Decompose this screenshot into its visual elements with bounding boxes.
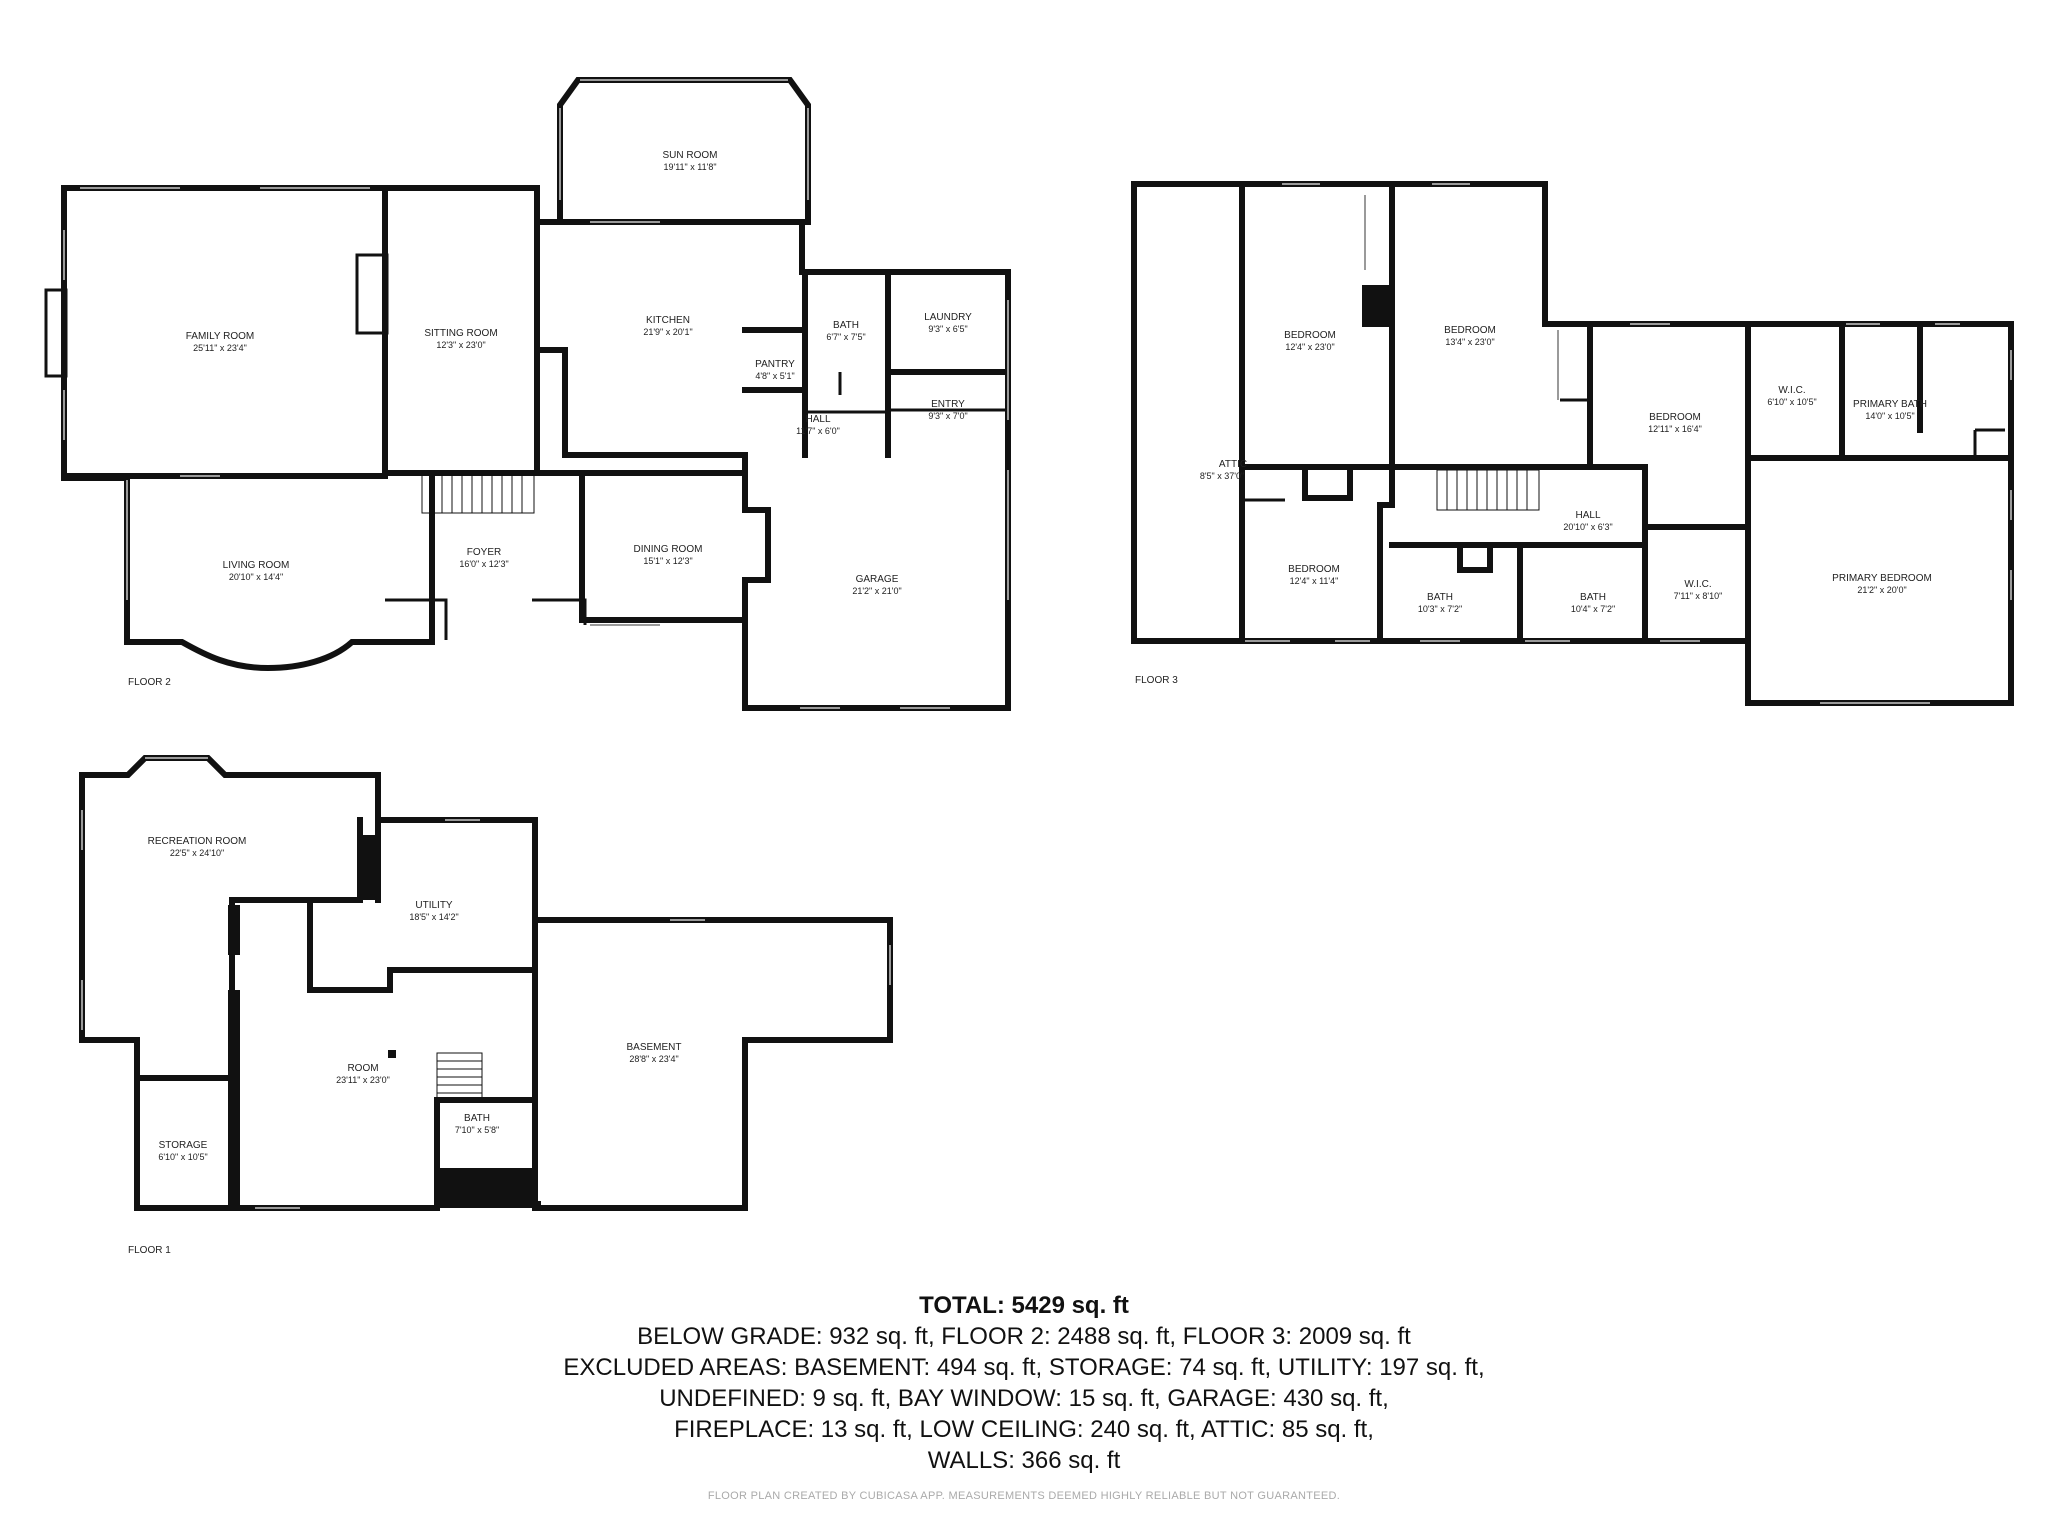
floor-1-post bbox=[388, 1050, 396, 1058]
floor-1-column-top bbox=[360, 835, 378, 900]
room-living-room-dim: 20'10" x 14'4" bbox=[229, 572, 283, 582]
room-foyer-name: FOYER bbox=[467, 547, 501, 558]
room-wic-2-dim: 7'11" x 8'10" bbox=[1674, 591, 1723, 601]
room-hall-3-name: HALL bbox=[1575, 510, 1600, 521]
area-line-1: BELOW GRADE: 932 sq. ft, FLOOR 2: 2488 s… bbox=[637, 1323, 1411, 1350]
floor-2-outer-wall bbox=[61, 185, 1011, 711]
room-garage-name: GARAGE bbox=[856, 574, 899, 585]
floor-1-stairs bbox=[436, 1052, 483, 1101]
room-hall-name: HALL bbox=[805, 414, 830, 425]
room-kitchen-name: KITCHEN bbox=[646, 315, 690, 326]
floor-3-label: FLOOR 3 bbox=[1135, 675, 1178, 686]
room-pantry-name: PANTRY bbox=[755, 359, 795, 370]
room-primary-bedroom-name: PRIMARY BEDROOM bbox=[1832, 573, 1932, 584]
room-kitchen-dim: 21'9" x 20'1" bbox=[643, 327, 692, 337]
room-storage-dim: 6'10" x 10'5" bbox=[158, 1152, 207, 1162]
room-basement-name: BASEMENT bbox=[626, 1042, 681, 1053]
room-bedroom-1-dim: 12'4" x 23'0" bbox=[1285, 342, 1334, 352]
room-bath-1-dim: 7'10" x 5'8" bbox=[455, 1125, 499, 1135]
room-sun-room-dim: 19'11" x 11'8" bbox=[663, 162, 716, 172]
floor-2-label: FLOOR 2 bbox=[128, 677, 171, 688]
floor-1-outer-wall bbox=[79, 755, 893, 1211]
room-attic-dim: 8'5" x 37'0" bbox=[1200, 471, 1244, 481]
room-bath-dim: 6'7" x 7'5" bbox=[826, 332, 865, 342]
room-bath-name: BATH bbox=[833, 320, 859, 331]
room-dining-room-dim: 15'1" x 12'3" bbox=[643, 556, 692, 566]
room-bedroom-2-dim: 13'4" x 23'0" bbox=[1445, 337, 1494, 347]
room-bedroom-4-dim: 12'4" x 11'4" bbox=[1290, 576, 1339, 586]
room-bath-1-name: BATH bbox=[464, 1113, 490, 1124]
room-family-room-dim: 25'11" x 23'4" bbox=[193, 343, 247, 353]
room-recreation-room-dim: 22'5" x 24'10" bbox=[170, 848, 224, 858]
room-basement-dim: 28'8" x 23'4" bbox=[629, 1054, 678, 1064]
room-primary-bath-name: PRIMARY BATH bbox=[1853, 399, 1927, 410]
area-line-4: FIREPLACE: 13 sq. ft, LOW CEILING: 240 s… bbox=[674, 1416, 1374, 1443]
room-living-room-name: LIVING ROOM bbox=[223, 560, 290, 571]
room-attic-name: ATTIC bbox=[1219, 459, 1247, 470]
floor-2-plan: FLOOR 2 FAMILY ROOM 25'11" x 23'4" SITTI… bbox=[44, 77, 1011, 711]
area-line-2: EXCLUDED AREAS: BASEMENT: 494 sq. ft, ST… bbox=[563, 1354, 1485, 1381]
room-bath-3a-name: BATH bbox=[1427, 592, 1453, 603]
room-utility-name: UTILITY bbox=[415, 900, 453, 911]
room-hall-3-dim: 20'10" x 6'3" bbox=[1563, 522, 1612, 532]
room-bath-3b-name: BATH bbox=[1580, 592, 1606, 603]
room-utility-dim: 18'5" x 14'2" bbox=[409, 912, 458, 922]
room-bath-3a-dim: 10'3" x 7'2" bbox=[1418, 604, 1462, 614]
room-storage-name: STORAGE bbox=[159, 1140, 208, 1151]
room-sitting-room-name: SITTING ROOM bbox=[424, 328, 497, 339]
room-pantry-dim: 4'8" x 5'1" bbox=[755, 371, 794, 381]
floor-1-plan: FLOOR 1 RECREATION ROOM 22'5" x 24'10" U… bbox=[79, 755, 893, 1256]
room-room-name: ROOM bbox=[347, 1063, 378, 1074]
room-foyer-dim: 16'0" x 12'3" bbox=[459, 559, 508, 569]
floor-1-windows bbox=[81, 757, 891, 1209]
room-bedroom-1-name: BEDROOM bbox=[1284, 330, 1336, 341]
sun-room-windows bbox=[559, 79, 809, 200]
fireplace-left bbox=[44, 288, 68, 378]
floor-1-label: FLOOR 1 bbox=[128, 1245, 171, 1256]
area-line-5: WALLS: 366 sq. ft bbox=[927, 1447, 1121, 1474]
room-room-dim: 23'11" x 23'0" bbox=[336, 1075, 390, 1085]
room-entry-name: ENTRY bbox=[931, 399, 965, 410]
room-laundry-dim: 9'3" x 6'5" bbox=[928, 324, 967, 334]
floor-3-windows bbox=[1245, 183, 2012, 704]
room-bedroom-3-dim: 12'11" x 16'4" bbox=[1648, 424, 1702, 434]
room-primary-bath-dim: 14'0" x 10'5" bbox=[1865, 411, 1914, 421]
room-bath-3b-dim: 10'4" x 7'2" bbox=[1571, 604, 1615, 614]
room-bedroom-3-name: BEDROOM bbox=[1649, 412, 1701, 423]
foyer-stairs bbox=[421, 474, 535, 514]
room-wic-1-name: W.I.C. bbox=[1778, 385, 1805, 396]
credit-note: FLOOR PLAN CREATED BY CUBICASA APP. MEAS… bbox=[707, 1490, 1341, 1502]
floor-3-minor-walls bbox=[1242, 398, 2005, 529]
total-area: TOTAL: 5429 sq. ft bbox=[919, 1292, 1129, 1319]
floor-2-interior-walls bbox=[61, 185, 1011, 623]
room-bedroom-4-name: BEDROOM bbox=[1288, 564, 1340, 575]
area-summary: TOTAL: 5429 sq. ft BELOW GRADE: 932 sq. … bbox=[0, 1290, 2048, 1476]
area-line-3: UNDEFINED: 9 sq. ft, BAY WINDOW: 15 sq. … bbox=[659, 1385, 1389, 1412]
floor-1-column-left-low bbox=[228, 990, 240, 1208]
floor-3-plan: FLOOR 3 ATTIC 8'5" x 37'0" BEDROOM 12'4"… bbox=[1131, 181, 2014, 706]
floor-3-outer-wall bbox=[1131, 181, 2014, 706]
room-primary-bedroom-dim: 21'2" x 20'0" bbox=[1857, 585, 1906, 595]
room-wic-2-name: W.I.C. bbox=[1684, 579, 1711, 590]
floor-1-column-left bbox=[228, 905, 240, 955]
room-sun-room-name: SUN ROOM bbox=[663, 150, 718, 161]
room-wic-1-dim: 6'10" x 10'5" bbox=[1767, 397, 1816, 407]
floor-3-interior-walls bbox=[1239, 181, 2014, 644]
room-garage-dim: 21'2" x 21'0" bbox=[852, 586, 901, 596]
floor-2-windows bbox=[63, 187, 1009, 709]
room-family-room-name: FAMILY ROOM bbox=[186, 331, 255, 342]
room-sitting-room-dim: 12'3" x 23'0" bbox=[436, 340, 485, 350]
floor-2-minor-walls bbox=[385, 372, 1008, 640]
floor-1-bath-fill bbox=[440, 1168, 535, 1208]
floor-3-chimney bbox=[1362, 285, 1390, 327]
floor-3-stairs bbox=[1436, 469, 1540, 511]
room-laundry-name: LAUNDRY bbox=[924, 312, 972, 323]
room-dining-room-name: DINING ROOM bbox=[634, 544, 703, 555]
room-hall-dim: 11'7" x 6'0" bbox=[796, 426, 840, 436]
room-entry-dim: 9'3" x 7'0" bbox=[928, 411, 967, 421]
room-recreation-room-name: RECREATION ROOM bbox=[148, 836, 247, 847]
room-bedroom-2-name: BEDROOM bbox=[1444, 325, 1496, 336]
